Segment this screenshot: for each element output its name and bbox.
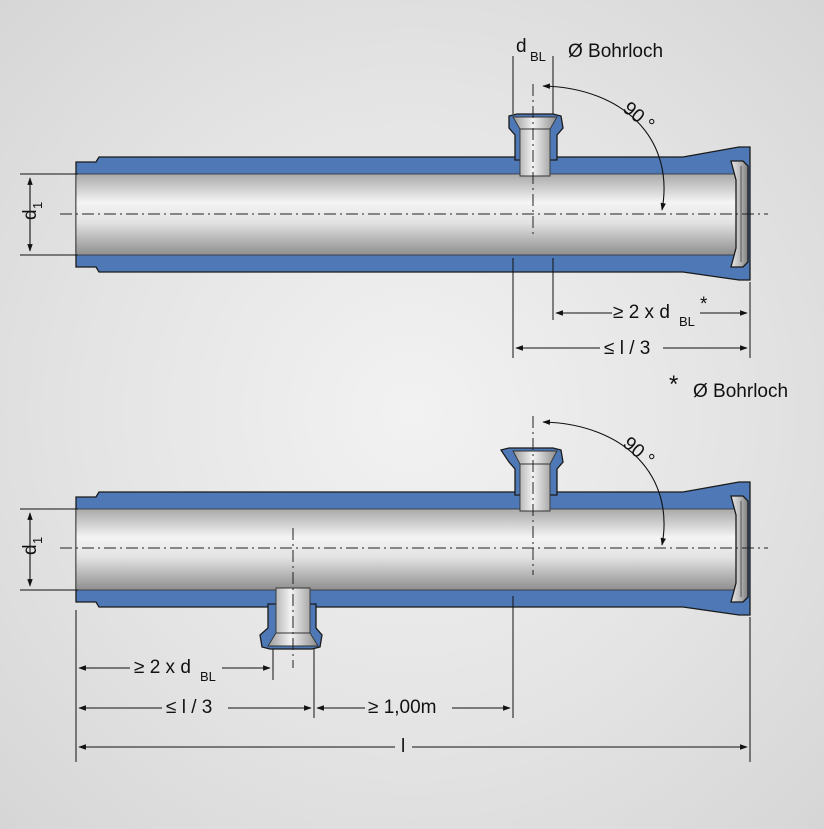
length-label: l bbox=[401, 736, 405, 757]
pipe-bottom-bore bbox=[75, 508, 737, 591]
angle-label-bottom: 90 ° bbox=[619, 433, 659, 471]
two-x-dbl-label-bottom-sub: BL bbox=[200, 669, 216, 684]
dim-bottom-d1: d 1 bbox=[20, 508, 78, 591]
pipe-top-seal-ring bbox=[730, 160, 749, 268]
dbl-label-sub: BL bbox=[530, 49, 546, 64]
d1-label-top: d bbox=[20, 209, 41, 220]
pipe-top-tapping-bore bbox=[512, 116, 558, 177]
footnote-text: Ø Bohrloch bbox=[693, 381, 788, 402]
pipe-top bbox=[60, 84, 768, 281]
d1-label-bottom: d bbox=[20, 544, 41, 555]
star-mark: * bbox=[700, 294, 708, 315]
bohrloch-label: Ø Bohrloch bbox=[568, 41, 663, 62]
min-distance-label: ≥ 1,00m bbox=[368, 697, 437, 718]
two-x-dbl-label-bottom: ≥ 2 x d bbox=[134, 657, 191, 678]
d1-label-top-sub: 1 bbox=[30, 202, 45, 209]
pipe-bottom-tapping-bore-top bbox=[512, 450, 558, 512]
pipe-bottom-seal-ring bbox=[730, 495, 749, 603]
footnote: * Ø Bohrloch bbox=[669, 371, 788, 402]
dim-top-dbl: d BL Ø Bohrloch bbox=[512, 36, 663, 114]
dbl-label: d bbox=[516, 36, 527, 57]
dim-top-d1: d 1 bbox=[20, 173, 78, 256]
l-third-label-top: ≤ l / 3 bbox=[604, 338, 650, 359]
dim-top-bottom: ≥ 2 x d BL * ≤ l / 3 bbox=[512, 258, 751, 359]
angle-label-top: 90 ° bbox=[619, 98, 659, 136]
pipe-bottom bbox=[60, 416, 768, 668]
d1-label-bottom-sub: 1 bbox=[30, 537, 45, 544]
l-third-label-bottom: ≤ l / 3 bbox=[166, 697, 212, 718]
footnote-star: * bbox=[669, 371, 678, 398]
two-x-dbl-label-top-sub: BL bbox=[679, 314, 695, 329]
dim-bottom-lines: ≥ 2 x d BL ≤ l / 3 ≥ 1,00m l bbox=[75, 596, 751, 762]
two-x-dbl-label-top: ≥ 2 x d bbox=[613, 302, 670, 323]
